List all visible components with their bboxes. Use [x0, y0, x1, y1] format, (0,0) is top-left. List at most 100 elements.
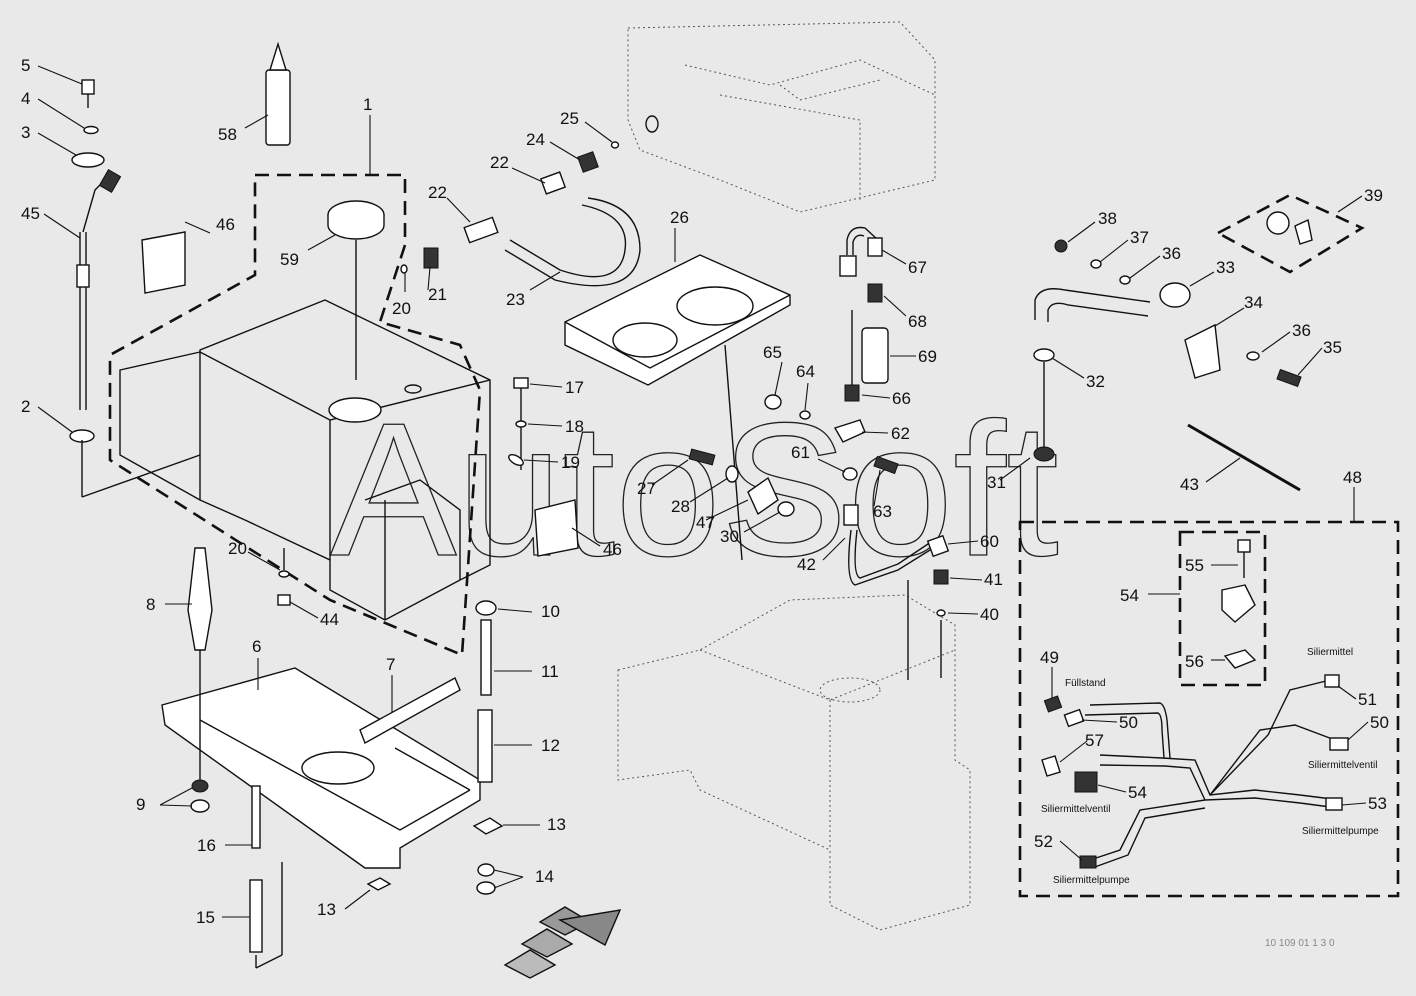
drawing-code: 10 109 01 1 3 0: [1265, 938, 1335, 949]
callout-44: 44: [320, 610, 339, 629]
callout-34: 34: [1244, 293, 1263, 312]
callout-23: 23: [506, 290, 525, 309]
direction-arrow: [503, 906, 622, 979]
callout-7: 7: [386, 655, 395, 674]
callout-60: 60: [980, 532, 999, 551]
callout-8: 8: [146, 595, 155, 614]
callout-9: 9: [136, 795, 145, 814]
sealant-tube-58: [265, 41, 291, 146]
callout-66: 66: [892, 389, 911, 408]
callout-27: 27: [637, 479, 656, 498]
callout-54-bottom: 54: [1128, 783, 1147, 802]
level-sensor-assembly: [69, 79, 201, 498]
callout-26: 26: [670, 208, 689, 227]
callout-25: 25: [560, 109, 579, 128]
main-tank: [119, 299, 491, 621]
callout-19: 19: [561, 453, 580, 472]
decal-46-top: [141, 231, 186, 294]
callout-68: 68: [908, 312, 927, 331]
callout-18: 18: [565, 417, 584, 436]
callout-11: 11: [541, 662, 559, 681]
callout-14: 14: [535, 867, 554, 886]
callout-10: 10: [541, 602, 560, 621]
callout-13-right: 13: [547, 815, 566, 834]
callout-58: 58: [218, 125, 237, 144]
cap-59: [327, 200, 385, 380]
callout-55: 55: [1185, 556, 1204, 575]
callout-24: 24: [526, 130, 545, 149]
callout-13-left: 13: [317, 900, 336, 919]
callout-54-top: 54: [1120, 586, 1139, 605]
callout-30: 30: [720, 527, 739, 546]
cable-tie-43: [1187, 423, 1301, 492]
group-39: [1215, 193, 1365, 274]
callout-36-lower: 36: [1292, 321, 1311, 340]
outlet-pipe: [1033, 239, 1302, 462]
callout-56: 56: [1185, 652, 1204, 671]
callout-38: 38: [1098, 209, 1117, 228]
callout-12: 12: [541, 736, 560, 755]
callout-36-upper: 36: [1162, 244, 1181, 263]
callout-33: 33: [1216, 258, 1235, 277]
callout-43: 43: [1180, 475, 1199, 494]
callout-62: 62: [891, 424, 910, 443]
callout-47: 47: [696, 513, 715, 532]
filter-line: [764, 226, 950, 680]
fill-fittings-17-19: [508, 377, 529, 470]
label-fuellstand: Füllstand: [1065, 678, 1106, 689]
decal-46-bottom: [534, 499, 579, 557]
callout-22-right: 22: [428, 183, 447, 202]
callout-45: 45: [21, 204, 40, 223]
callout-63: 63: [873, 502, 892, 521]
tray-26: [564, 254, 791, 386]
callout-6: 6: [252, 637, 261, 656]
callout-31: 31: [987, 473, 1006, 492]
watermark: AutoSoft: [330, 384, 1059, 596]
callout-5: 5: [21, 56, 30, 75]
callout-52: 52: [1034, 832, 1053, 851]
callout-17: 17: [565, 378, 584, 397]
callout-4: 4: [21, 89, 30, 108]
callout-32: 32: [1086, 372, 1105, 391]
callout-2: 2: [21, 397, 30, 416]
label-siliermittel: Siliermittel: [1307, 647, 1353, 658]
callout-41: 41: [984, 570, 1003, 589]
callout-61: 61: [791, 443, 810, 462]
callout-64: 64: [796, 362, 815, 381]
callout-20-left: 20: [228, 539, 247, 558]
callout-51: 51: [1358, 690, 1377, 709]
harness-group-48: [1018, 520, 1400, 898]
leader-lines: [37, 65, 1369, 918]
callout-65: 65: [763, 343, 782, 362]
label-siliermittelventil-left: Siliermittelventil: [1041, 804, 1110, 815]
callout-53: 53: [1368, 794, 1387, 813]
label-siliermittelpumpe-left: Siliermittelpumpe: [1053, 875, 1130, 886]
callout-40: 40: [980, 605, 999, 624]
callout-67: 67: [908, 258, 927, 277]
callout-20-top: 20: [392, 299, 411, 318]
callout-21: 21: [428, 285, 447, 304]
callout-42: 42: [797, 555, 816, 574]
callout-69: 69: [918, 347, 937, 366]
callout-50-right: 50: [1370, 713, 1389, 732]
label-siliermittelpumpe-right: Siliermittelpumpe: [1302, 826, 1379, 837]
label-siliermittelventil-right: Siliermittelventil: [1308, 760, 1377, 771]
callout-28: 28: [671, 497, 690, 516]
callout-labels: 5 4 3 45 2 1 58 59 46 8 6 9 7 10 11 12 1…: [21, 56, 1389, 927]
callout-46-top: 46: [216, 215, 235, 234]
callout-35: 35: [1323, 338, 1342, 357]
callout-3: 3: [21, 123, 30, 142]
callout-49: 49: [1040, 648, 1059, 667]
callout-22-left: 22: [490, 153, 509, 172]
callout-57: 57: [1085, 731, 1104, 750]
ghost-machine-top: [627, 21, 936, 213]
callout-1: 1: [363, 95, 372, 114]
group-border-1: [108, 173, 482, 657]
valve-bracket: [688, 344, 795, 561]
studs-and-nuts: [187, 547, 504, 969]
hose-assembly: [400, 115, 659, 287]
callout-15: 15: [196, 908, 215, 927]
callout-59: 59: [280, 250, 299, 269]
